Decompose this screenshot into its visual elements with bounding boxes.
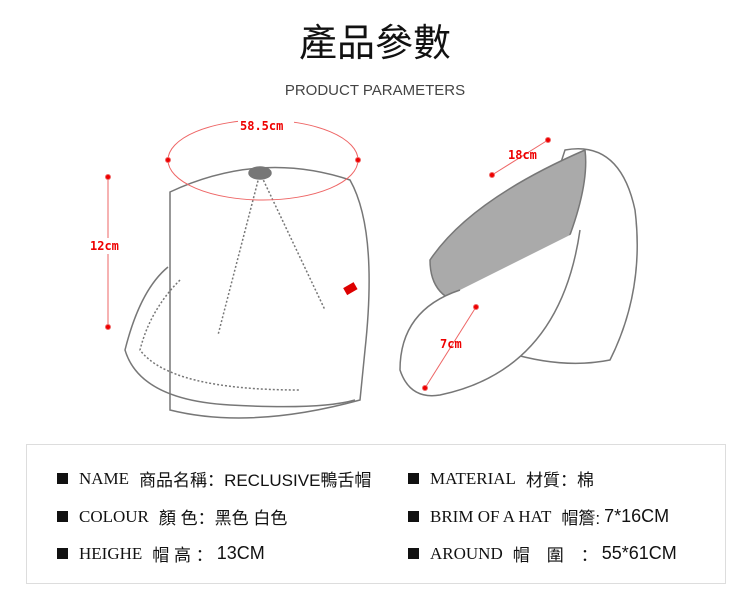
page-subtitle: PRODUCT PARAMETERS [284,82,466,99]
hat-diagram: 58.5cm 12cm 18cm 7cm [88,118,638,419]
front-hat-illustration [124,166,370,419]
height-label: 12cm [90,239,119,253]
side-measurements [422,137,551,391]
brim-length-label: 7cm [440,337,462,351]
parameters-panel [26,444,726,584]
top-length-label: 18cm [508,148,537,162]
bullet-icon [57,548,68,559]
bullet-icon [408,548,419,559]
bullet-icon [408,473,419,484]
bullet-icon [57,473,68,484]
page-title: 產品參數 [298,21,451,65]
side-hat-illustration [399,148,638,397]
bullet-icon [57,511,68,522]
circumference-label: 58.5cm [240,119,283,133]
bullet-icon [408,511,419,522]
